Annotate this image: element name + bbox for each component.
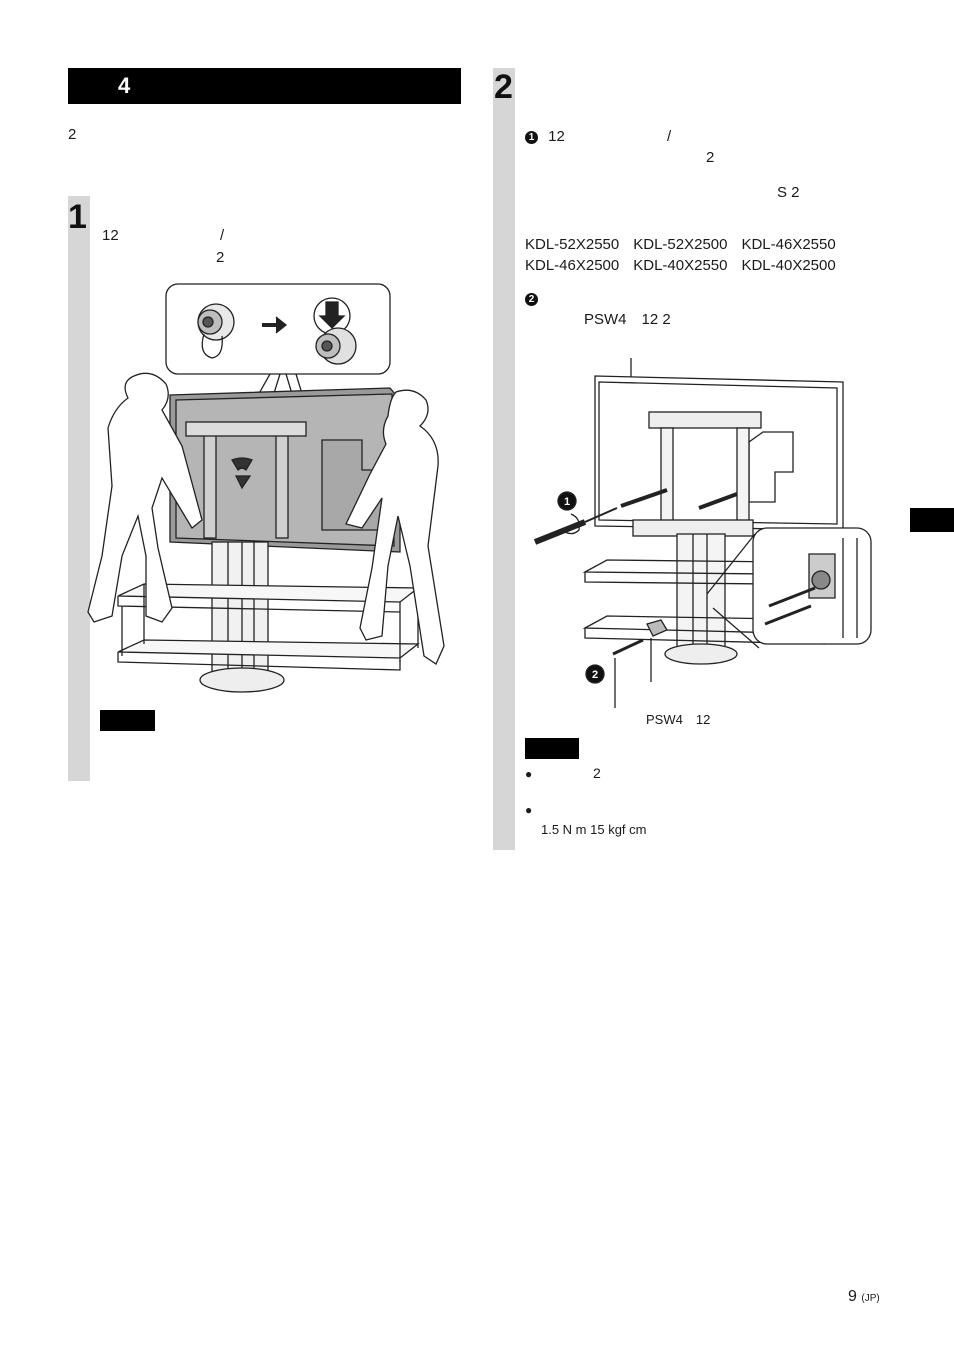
bullet-dot: ● (525, 767, 533, 781)
figure-caption: PSW4 12 (646, 712, 711, 727)
figure-callout-2: 2 (592, 669, 598, 681)
note-bullet-2: ● (525, 800, 532, 819)
section-header-bar (68, 68, 461, 104)
model-list: KDL-52X2550 KDL-52X2500 KDL-46X2550 KDL-46… (525, 234, 850, 276)
page-suffix: (JP) (861, 1293, 880, 1304)
note-bullet-1: ● 2 (525, 764, 601, 783)
step2-sub1-text-a: 12 (548, 128, 565, 145)
step1-text-b: / (220, 227, 225, 244)
section-number: 4 (118, 73, 131, 98)
model-row: KDL-46X2500 KDL-40X2550 KDL-40X2500 (525, 255, 850, 276)
model-name: KDL-40X2550 (633, 257, 728, 274)
step2-panel (493, 68, 515, 850)
step2-number: 2 (494, 68, 513, 106)
model-name: KDL-52X2500 (633, 236, 728, 253)
step1-text-line2: 2 (216, 249, 225, 266)
page-number: 9 (848, 1288, 857, 1305)
step1-illustration (87, 283, 445, 693)
step1-text-a: 12 (102, 227, 119, 244)
step2-sub1: 1 12 (525, 128, 565, 146)
chapter-tab (910, 508, 954, 532)
step2-sub1-text-b: / (667, 128, 672, 145)
note-bullet-2-text: 1.5 N m 15 kgf cm (541, 822, 647, 837)
step2-sub1-line3: S 2 (777, 184, 800, 201)
step1-number: 1 (68, 198, 87, 236)
page-number-block: 9 (JP) (848, 1288, 880, 1308)
step1-panel (68, 196, 90, 781)
model-name: KDL-46X2500 (525, 257, 620, 274)
step2-note-badge (525, 738, 579, 759)
step2-sub1-marker: 1 (525, 131, 538, 144)
step2-sub2-marker-wrap: 2 (525, 290, 538, 308)
model-row: KDL-52X2550 KDL-52X2500 KDL-46X2550 (525, 234, 850, 255)
model-name: KDL-46X2550 (741, 236, 836, 253)
section-intro: 2 (68, 126, 77, 143)
figure-callout-1: 1 (564, 496, 570, 508)
step1-note-badge (100, 710, 155, 731)
step2-sub2-marker: 2 (525, 293, 538, 306)
step2-illustration: 1 2 (533, 358, 872, 708)
step2-sub2-text: PSW4 12 2 (584, 311, 671, 328)
bullet-dot: ● (525, 803, 533, 817)
model-name: KDL-52X2550 (525, 236, 620, 253)
note-bullet-1-text: 2 (593, 765, 601, 781)
step2-sub1-line2: 2 (706, 149, 715, 166)
model-name: KDL-40X2500 (741, 257, 836, 274)
